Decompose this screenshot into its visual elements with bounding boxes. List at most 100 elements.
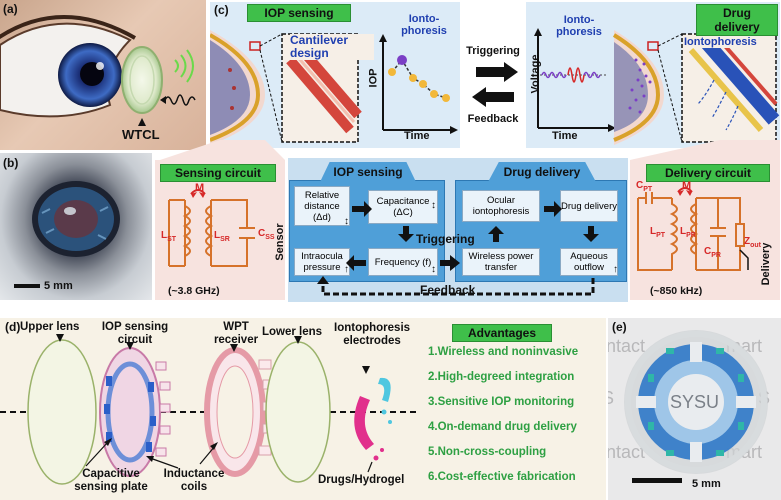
time-axis-label-2: Time bbox=[552, 130, 578, 142]
advantages-header: Advantages bbox=[452, 324, 552, 342]
svg-text:↕: ↕ bbox=[344, 216, 349, 227]
ionto-label-2: Ionto-phoresis bbox=[556, 14, 602, 38]
lpr-main: L bbox=[680, 226, 687, 237]
svg-text:S: S bbox=[608, 388, 614, 408]
svg-text:ntact: ntact bbox=[608, 442, 645, 462]
voltage-axis-label: Voltage bbox=[529, 54, 542, 94]
wireless-power-box: Wireless power transfer bbox=[462, 248, 540, 276]
capacitance-box: Capacitance (ΔC) bbox=[368, 190, 438, 224]
exploded-lens-diagram bbox=[0, 334, 420, 485]
cpr-label: CPR bbox=[704, 246, 721, 259]
iop-sensing-header: IOP sensing bbox=[247, 4, 351, 22]
panel-a-label: (a) bbox=[3, 2, 18, 16]
advantage-item: 3.Sensitive IOP monitoring bbox=[428, 396, 575, 408]
time-axis-label-1: Time bbox=[404, 130, 430, 142]
svg-text:↕: ↕ bbox=[431, 264, 436, 275]
cantilever-label: Cantilever design bbox=[290, 34, 374, 60]
delivery-label: Delivery bbox=[760, 242, 772, 286]
cs-main: C bbox=[258, 228, 266, 239]
delivery-circuit-header: Delivery circuit bbox=[646, 164, 770, 182]
lens-text: SYSU bbox=[670, 392, 720, 412]
svg-text:↕: ↕ bbox=[431, 200, 436, 211]
rabbit-eye-photo bbox=[14, 181, 120, 288]
svg-text:↑: ↑ bbox=[344, 264, 349, 275]
panel-b-label: (b) bbox=[3, 156, 19, 170]
drug-delivery-illustration bbox=[534, 28, 780, 145]
drug-delivery-header: Drug delivery bbox=[696, 4, 778, 36]
delivery-circuit-diagram bbox=[637, 187, 749, 271]
cpr-sub: PR bbox=[711, 252, 721, 259]
svg-text:↑: ↑ bbox=[613, 264, 618, 275]
drug-flow-header bbox=[488, 162, 596, 182]
relative-distance-box: Relative distance (Δd) bbox=[294, 186, 350, 226]
m-label-2: M bbox=[682, 180, 692, 192]
advantage-item: 5.Non-cross-coupling bbox=[428, 446, 547, 458]
lst-sub: ST bbox=[167, 236, 177, 243]
wpt-receiver-label: WPT receiver bbox=[213, 321, 259, 346]
iop-flow-header bbox=[320, 162, 416, 182]
capacitive-plate-label: Capacitive sensing plate bbox=[74, 468, 148, 493]
advantage-item: 1.Wireless and noninvasive bbox=[428, 346, 579, 358]
upper-lens-label: Upper lens bbox=[20, 321, 80, 333]
aqueous-outflow-box: Aqueous outflow bbox=[560, 248, 618, 276]
sensing-circuit-box bbox=[155, 160, 285, 300]
panel-b-scale: 5 mm bbox=[44, 280, 73, 292]
lower-lens-label: Lower lens bbox=[262, 326, 323, 338]
advantage-item: 4.On-demand drug delivery bbox=[428, 421, 577, 433]
lpr-sub: PR bbox=[686, 232, 696, 239]
panel-c-label: (c) bbox=[214, 3, 229, 17]
frequency-box: Frequency (f) bbox=[368, 248, 438, 276]
iop-flow-title: IOP sensing bbox=[333, 165, 403, 179]
inductance-coils-label: Inductance coils bbox=[163, 468, 225, 493]
freq-label-1: (~3.8 GHz) bbox=[168, 285, 220, 297]
triggering-flow-label: Triggering bbox=[416, 232, 475, 246]
zout-main: Z bbox=[744, 236, 751, 247]
sensing-zoom-lines bbox=[160, 140, 285, 160]
lpr-label: LPR bbox=[680, 226, 696, 239]
panel-d-label: (d) bbox=[5, 320, 21, 334]
lpt-label: LPT bbox=[650, 226, 665, 239]
ocular-iontophoresis-box: Ocular iontophoresis bbox=[462, 190, 540, 222]
electrodes-label: Iontophoresis electrodes bbox=[334, 322, 411, 347]
feedback-flow-label: Feedback bbox=[420, 283, 476, 297]
sensor-label: Sensor bbox=[274, 223, 286, 261]
advantages-list: 1.Wireless and noninvasive 2.High-degree… bbox=[428, 346, 604, 496]
freq-label-2: (~850 kHz) bbox=[650, 285, 703, 297]
intraocular-box: Intraocula pressure bbox=[294, 248, 350, 276]
lpt-sub: PT bbox=[656, 232, 666, 239]
cpr-main: C bbox=[704, 246, 712, 257]
svg-text:ntact: ntact bbox=[608, 336, 645, 356]
feedback-label: Feedback bbox=[467, 113, 519, 125]
panel-e-label: (e) bbox=[612, 320, 627, 334]
ionto-label-1: Ionto-phoresis bbox=[401, 13, 447, 37]
flow-arrows: ↕ ↕ ↑ ↕ ↑ bbox=[317, 200, 618, 296]
wtcl-label: WTCL bbox=[122, 127, 160, 142]
cpt-label: CPT bbox=[636, 180, 652, 193]
panel-a: (a) WTCL bbox=[0, 0, 206, 150]
advantage-item: 2.High-degreed integration bbox=[428, 371, 575, 383]
lsr-main: L bbox=[214, 230, 221, 241]
lst-label: LST bbox=[161, 230, 176, 243]
iontophoresis-zoom-label: Iontophoresis bbox=[684, 36, 757, 48]
panel-e-scale: 5 mm bbox=[692, 478, 721, 490]
drugs-hydrogel-label: Drugs/Hydrogel bbox=[318, 474, 405, 486]
cpt-sub: PT bbox=[643, 186, 653, 193]
lsr-label: LSR bbox=[214, 230, 230, 243]
lst-main: L bbox=[161, 230, 168, 241]
trigger-feedback-arrows bbox=[472, 62, 518, 107]
lpt-main: L bbox=[650, 226, 657, 237]
cs-sub: SS bbox=[265, 234, 275, 241]
panel-b: (b) 5 mm bbox=[0, 153, 152, 300]
lsr-sub: SR bbox=[220, 236, 230, 243]
sensing-circuit-diagram bbox=[168, 189, 255, 267]
cpt-main: C bbox=[636, 180, 644, 191]
triggering-label: Triggering bbox=[466, 45, 520, 57]
sensing-circuit-header: Sensing circuit bbox=[160, 164, 276, 182]
drug-flow-title: Drug delivery bbox=[503, 165, 581, 179]
iop-axis-label: IOP bbox=[367, 68, 380, 88]
advantage-item: 6.Cost-effective fabrication bbox=[428, 471, 576, 483]
cs-label: CSS bbox=[258, 228, 275, 241]
